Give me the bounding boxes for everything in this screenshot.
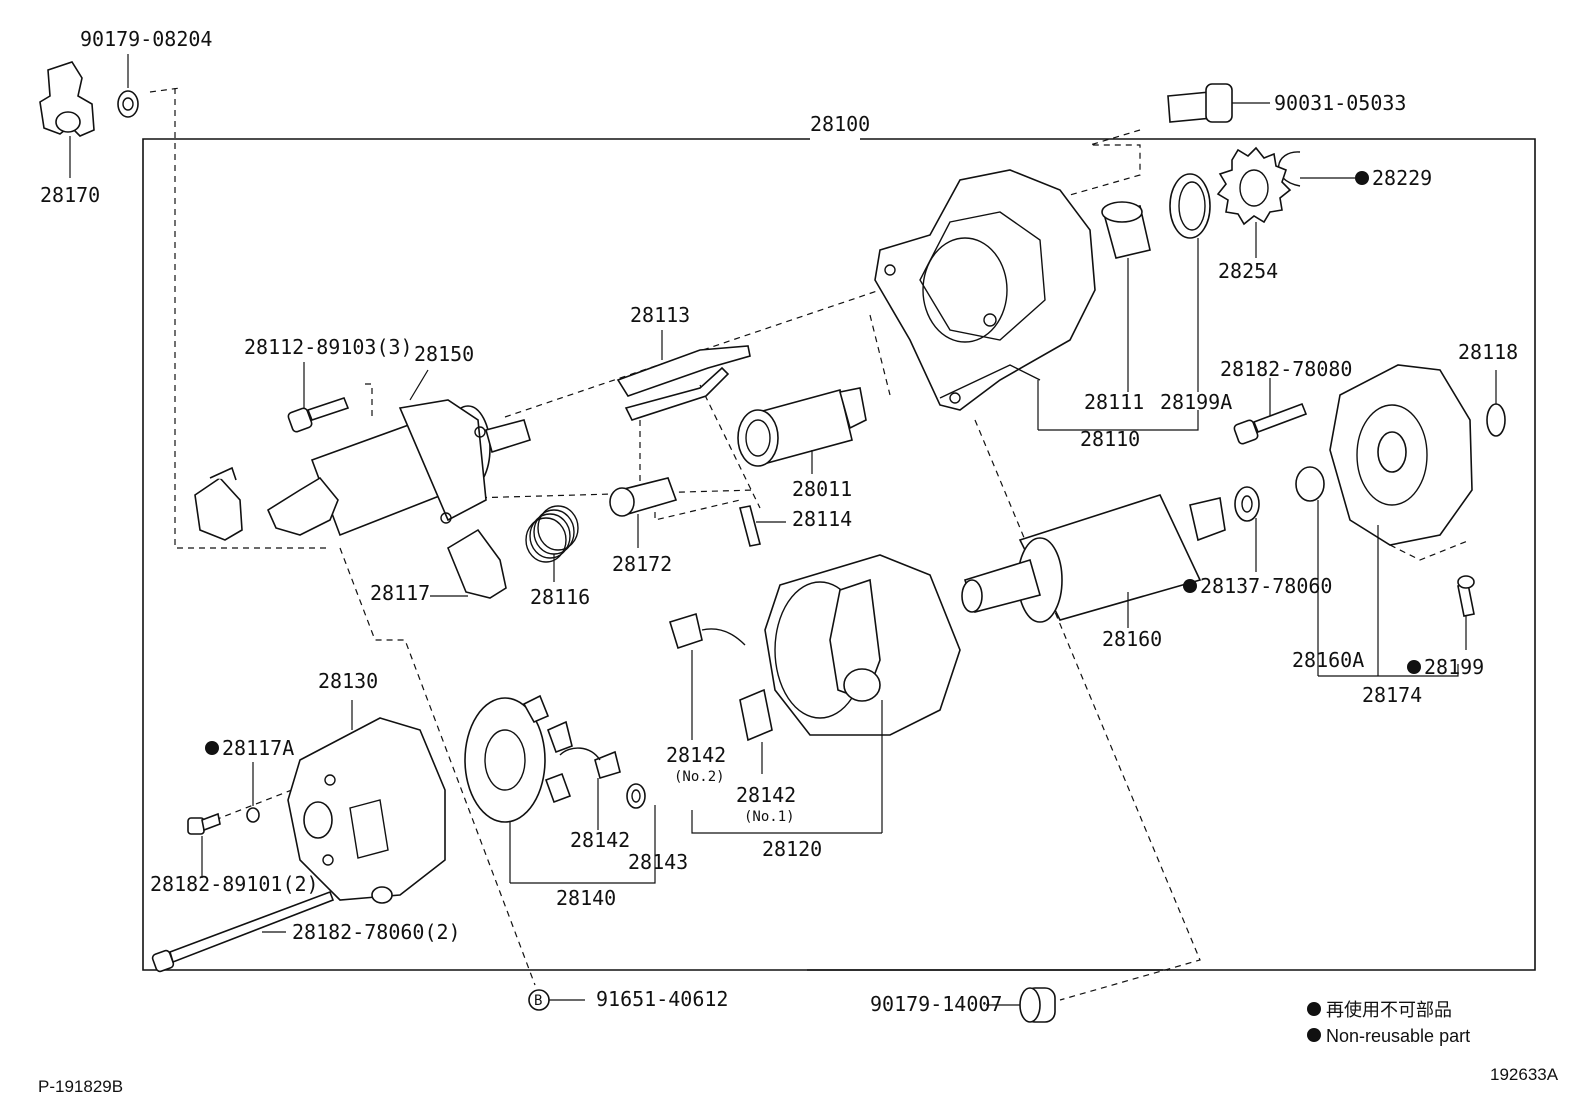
label-28120[interactable]: 28120 <box>762 837 822 861</box>
part-90031-05033-bolt <box>1167 83 1270 123</box>
label-28117A[interactable]: 28117A <box>222 736 294 760</box>
bracket-28110-b <box>1038 410 1199 431</box>
label-28142[interactable]: 28142 <box>570 828 630 852</box>
part-28182-89101-screw <box>187 812 221 878</box>
part-28254-gear <box>1216 146 1292 258</box>
label-28137[interactable]: 28137-78060 <box>1200 574 1332 598</box>
part-28011-drive <box>737 387 867 474</box>
part-28113-lever <box>616 330 751 421</box>
part-28182-78060-bolt <box>151 890 335 973</box>
label-28142-no1[interactable]: 28142 <box>736 783 796 807</box>
part-28142-no1-brush <box>739 688 773 774</box>
label-28172[interactable]: 28172 <box>612 552 672 576</box>
part-28229-snap-ring <box>1277 151 1369 187</box>
part-28150-solenoid <box>266 369 531 537</box>
legend-line-2: Non-reusable part <box>1326 1026 1470 1046</box>
assembly-frame <box>142 138 1536 971</box>
nonreusable-marker-28137 <box>1183 579 1197 593</box>
label-90031-05033[interactable]: 90031-05033 <box>1274 91 1406 115</box>
part-28182-78080-bolt <box>1233 378 1308 445</box>
label-28182-89101[interactable]: 28182-89101(2) <box>150 872 319 896</box>
part-28142-no2-brush <box>669 612 746 740</box>
part-91651-40612-bolt <box>528 989 585 1011</box>
part-28120-yoke <box>764 554 961 833</box>
part-28137-washer <box>1234 486 1260 572</box>
nonreusable-marker-28117A <box>205 741 219 755</box>
part-90179-14007-nut <box>986 987 1056 1023</box>
label-28110[interactable]: 28110 <box>1080 427 1140 451</box>
label-28174[interactable]: 28174 <box>1362 683 1422 707</box>
part-28117-boot <box>430 528 507 599</box>
label-28170[interactable]: 28170 <box>40 183 100 207</box>
label-28199A[interactable]: 28199A <box>1160 390 1232 414</box>
label-28113[interactable]: 28113 <box>630 303 690 327</box>
legend-marker-2 <box>1307 1028 1321 1042</box>
label-91651-40612[interactable]: 91651-40612 <box>596 987 728 1011</box>
label-28142-no2[interactable]: 28142 <box>666 743 726 767</box>
label-28142-no1-sub: (No.1) <box>744 809 795 825</box>
label-28130[interactable]: 28130 <box>318 669 378 693</box>
part-28174-end-frame <box>1318 364 1473 677</box>
label-28117[interactable]: 28117 <box>370 581 430 605</box>
label-28199[interactable]: 28199 <box>1424 655 1484 679</box>
part-28116-spring <box>525 505 579 582</box>
part-28199-screw <box>1457 575 1475 650</box>
label-28116[interactable]: 28116 <box>530 585 590 609</box>
part-28114-pin <box>739 505 786 547</box>
label-28140[interactable]: 28140 <box>556 886 616 910</box>
legend-line-1: 再使用不可部品 <box>1326 1000 1452 1020</box>
part-28140-brush-holder <box>464 694 656 884</box>
label-90179-08204[interactable]: 90179-08204 <box>80 27 212 51</box>
label-28011[interactable]: 28011 <box>792 477 852 501</box>
label-28254[interactable]: 28254 <box>1218 259 1278 283</box>
label-28118[interactable]: 28118 <box>1458 340 1518 364</box>
part-28112-bolt <box>287 362 350 433</box>
part-terminal-bracket <box>194 466 243 541</box>
part-number-labels: 28100 90179-08204 28170 90031-05033 2822… <box>40 27 1518 1016</box>
label-28229[interactable]: 28229 <box>1372 166 1432 190</box>
label-28182-78060[interactable]: 28182-78060(2) <box>292 920 461 944</box>
legend: 再使用不可部品 Non-reusable part <box>1307 1000 1470 1046</box>
part-28143-spring <box>626 783 646 809</box>
label-28160A[interactable]: 28160A <box>1292 648 1364 672</box>
part-90179-08204-nut <box>117 54 139 118</box>
label-28112[interactable]: 28112-89103(3) <box>244 335 413 359</box>
circle-b-label: B <box>534 993 542 1009</box>
nonreusable-marker-28199 <box>1407 660 1421 674</box>
part-28160A-bushing <box>1295 466 1325 676</box>
part-28130-end-frame <box>287 700 446 904</box>
part-28172-plunger <box>609 477 678 548</box>
part-28199A-seal <box>1169 173 1211 392</box>
footer-right-code: 192633A <box>1490 1065 1559 1084</box>
part-28142-brush <box>559 747 621 830</box>
label-90179-14007[interactable]: 90179-14007 <box>870 992 1002 1016</box>
part-28111-bushing <box>1101 201 1151 392</box>
label-28150[interactable]: 28150 <box>414 342 474 366</box>
bracket-28120 <box>691 810 882 834</box>
legend-marker-1 <box>1307 1002 1321 1016</box>
label-28114[interactable]: 28114 <box>792 507 852 531</box>
footer-left-code: P-191829B <box>38 1077 123 1096</box>
label-28143[interactable]: 28143 <box>628 850 688 874</box>
part-28118-plug <box>1486 370 1506 437</box>
label-28142-no2-sub: (No.2) <box>674 769 725 785</box>
part-28117A-washer <box>246 762 260 823</box>
assembly-label[interactable]: 28100 <box>810 112 870 136</box>
label-28111[interactable]: 28111 <box>1084 390 1144 414</box>
part-28110-housing <box>874 169 1096 411</box>
label-28160[interactable]: 28160 <box>1102 627 1162 651</box>
part-28170-clip <box>39 61 95 178</box>
part-28160-armature <box>961 494 1226 628</box>
label-28182-78080[interactable]: 28182-78080 <box>1220 357 1352 381</box>
